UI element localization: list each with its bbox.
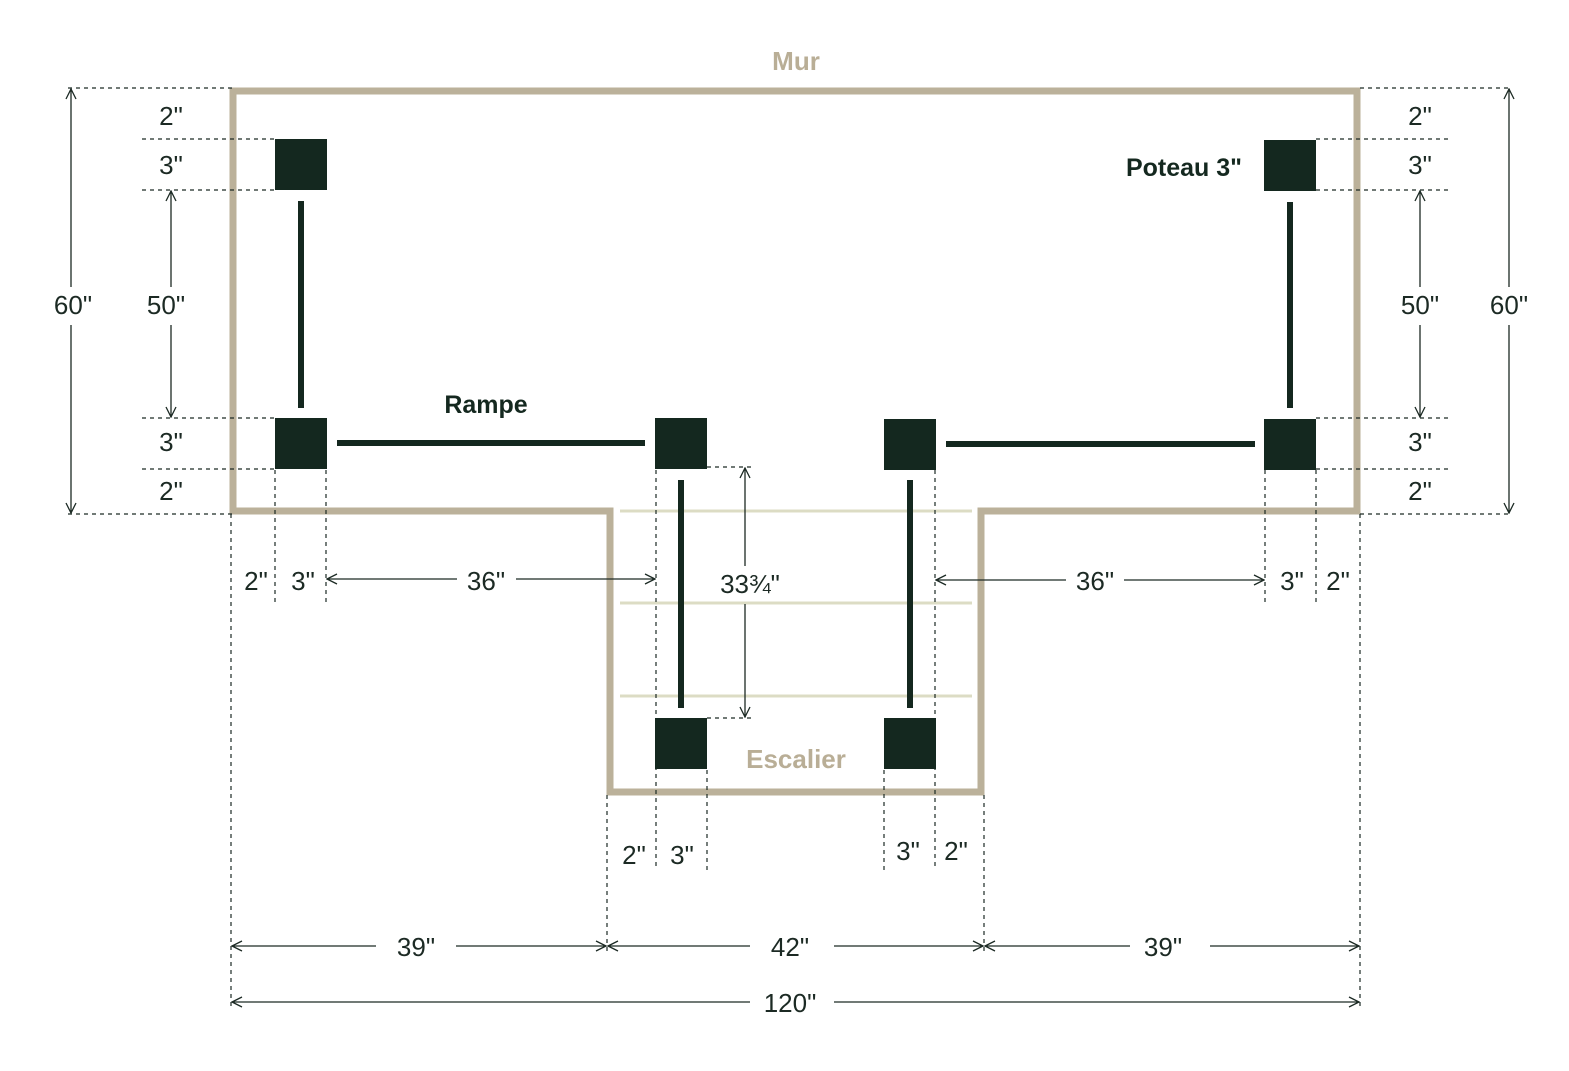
dimension-label: 120"	[764, 988, 817, 1018]
dimension-label: 3"	[1280, 566, 1304, 596]
dimension-label: 3"	[670, 840, 694, 870]
posts	[275, 139, 1316, 769]
stairs-label: Escalier	[746, 744, 846, 774]
dimension-label: 3"	[159, 150, 183, 180]
dimension-label: 2"	[1326, 566, 1350, 596]
dimension-label: 2"	[944, 836, 968, 866]
dimension-label: 3"	[291, 566, 315, 596]
dimension-label: 50"	[1401, 290, 1439, 320]
dimension-label: 2"	[244, 566, 268, 596]
post	[1264, 140, 1316, 191]
dimension-label: 3"	[159, 427, 183, 457]
left-extension-lines	[68, 87, 275, 515]
dimension-label: 42"	[771, 932, 809, 962]
wall-label: Mur	[772, 46, 820, 76]
dimension-label: 2"	[1408, 101, 1432, 131]
dimension-label: 50"	[147, 290, 185, 320]
dimension-label: 39"	[397, 932, 435, 962]
rail-label: Rampe	[444, 391, 527, 419]
dimension-arrows	[71, 89, 1509, 1002]
dimension-label: 2"	[159, 476, 183, 506]
post	[884, 718, 936, 769]
dimension-label: 2"	[159, 101, 183, 131]
post	[655, 718, 707, 769]
post	[275, 139, 327, 190]
dimension-label: 2"	[1408, 476, 1432, 506]
post-label: Poteau 3"	[1126, 154, 1242, 182]
rails	[298, 201, 1293, 708]
post	[275, 418, 327, 469]
dimension-label: 60"	[54, 290, 92, 320]
dimension-label: 36"	[1076, 566, 1114, 596]
dimension-label: 3"	[1408, 150, 1432, 180]
dimension-label: 39"	[1144, 932, 1182, 962]
dimension-label: 60"	[1490, 290, 1528, 320]
stair-treads	[620, 509, 972, 698]
dimension-label: 2"	[622, 840, 646, 870]
post	[655, 418, 707, 469]
dimension-label: 36"	[467, 566, 505, 596]
wall-outline	[229, 87, 1361, 796]
post	[1264, 419, 1316, 470]
dimension-label: 33¾"	[720, 569, 780, 599]
vertical-extension-lines	[230, 466, 1361, 1008]
post	[884, 419, 936, 470]
right-extension-lines	[1316, 87, 1512, 515]
dimension-label: 3"	[1408, 427, 1432, 457]
dimension-label: 3"	[896, 836, 920, 866]
